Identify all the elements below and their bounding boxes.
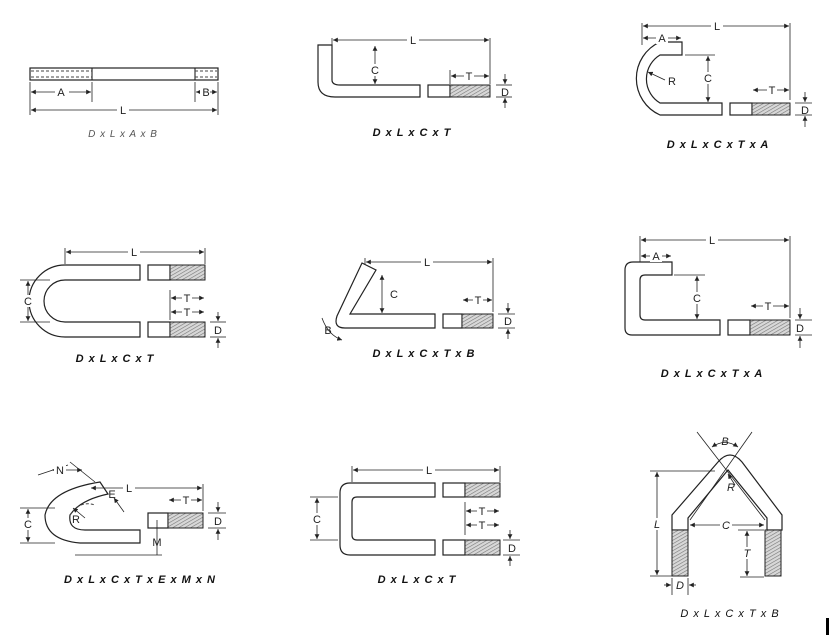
dim-label-d: D	[676, 580, 684, 592]
diagram-square-hook-bolt: L A C T D D x L x C x T x A	[624, 234, 812, 380]
dim-label-t: T	[479, 506, 486, 518]
diagram-caption: D x L x C x T	[378, 574, 457, 586]
dim-label-d: D	[796, 323, 804, 335]
dim-label-c: C	[704, 73, 712, 85]
dim-label-c: C	[371, 65, 379, 77]
dim-label-d: D	[214, 325, 222, 337]
dim-label-c: C	[722, 520, 730, 532]
diagram-caption: D x L x C x T x E x M x N	[64, 574, 216, 586]
dim-label-c: C	[313, 514, 321, 526]
diagram-caption: D x L x A x B	[88, 129, 158, 140]
dim-label-t: T	[765, 301, 772, 313]
diagram-l-bolt: L C T D D x L x C x T	[317, 34, 512, 139]
dim-label-t: T	[184, 307, 191, 319]
diagram-square-u-bolt: L C T T D D x L x C x T	[310, 464, 520, 586]
dim-label-a: A	[57, 87, 65, 99]
dim-label-d: D	[508, 543, 516, 555]
dim-label-l: L	[126, 483, 132, 495]
diagram-caption: D x L x C x T x B	[680, 608, 779, 620]
diagram-caption: D x L x C x T x A	[667, 139, 770, 151]
dim-label-l: L	[426, 465, 432, 477]
dim-label-t: T	[475, 295, 482, 307]
dim-label-l: L	[709, 235, 715, 247]
dim-label-m: M	[152, 537, 161, 549]
diagram-curved-hook-bolt: N L E R C T D M D x L x C x T x E x M x …	[20, 461, 226, 586]
dim-label-c: C	[693, 293, 701, 305]
dim-label-l: L	[131, 247, 137, 259]
dim-label-c: C	[390, 289, 398, 301]
diagram-v-bolt: B R L C T D D x L x C x T x B	[650, 431, 783, 620]
edge-marker	[826, 618, 829, 635]
dim-label-d: D	[501, 87, 509, 99]
dim-label-l: L	[424, 257, 430, 269]
diagram-angled-bolt: L C T D B D x L x C x T x B	[321, 256, 515, 360]
diagram-round-u-bolt: L C T T D D x L x C x T	[20, 246, 226, 365]
dim-label-l: L	[714, 21, 720, 33]
dim-label-l: L	[410, 35, 416, 47]
dim-label-e: E	[108, 489, 115, 501]
dim-label-t: T	[184, 293, 191, 305]
dim-label-b: B	[202, 87, 209, 99]
diagram-hook-bolt: L A R C T D D x L x C x T x A	[635, 20, 812, 151]
dim-label-c: C	[24, 296, 32, 308]
dim-label-b: B	[721, 436, 728, 448]
diagram-caption: D x L x C x T x A	[661, 368, 764, 380]
dim-label-d: D	[504, 316, 512, 328]
diagram-straight-rod: A B L D x L x A x B	[29, 67, 219, 140]
diagram-caption: D x L x C x T	[373, 127, 452, 139]
dim-label-l: L	[120, 105, 126, 117]
diagram-caption: D x L x C x T x B	[373, 348, 476, 360]
dim-label-l: L	[654, 519, 660, 531]
dim-label-d: D	[801, 105, 809, 117]
dim-label-t: T	[769, 85, 776, 97]
dim-label-t: T	[183, 495, 190, 507]
dim-label-t: T	[479, 520, 486, 532]
diagram-caption: D x L x C x T	[76, 353, 155, 365]
dim-label-a: A	[658, 33, 666, 45]
dim-label-r: R	[72, 514, 80, 526]
dim-label-n: N	[56, 465, 64, 477]
dim-label-d: D	[214, 516, 222, 528]
dim-label-r: R	[727, 482, 735, 494]
dim-label-a: A	[652, 251, 660, 263]
dim-label-c: C	[24, 519, 32, 531]
dim-label-t: T	[466, 71, 473, 83]
dim-label-r: R	[668, 76, 676, 88]
dim-label-t: T	[744, 548, 752, 560]
dim-label-b: B	[324, 325, 331, 337]
